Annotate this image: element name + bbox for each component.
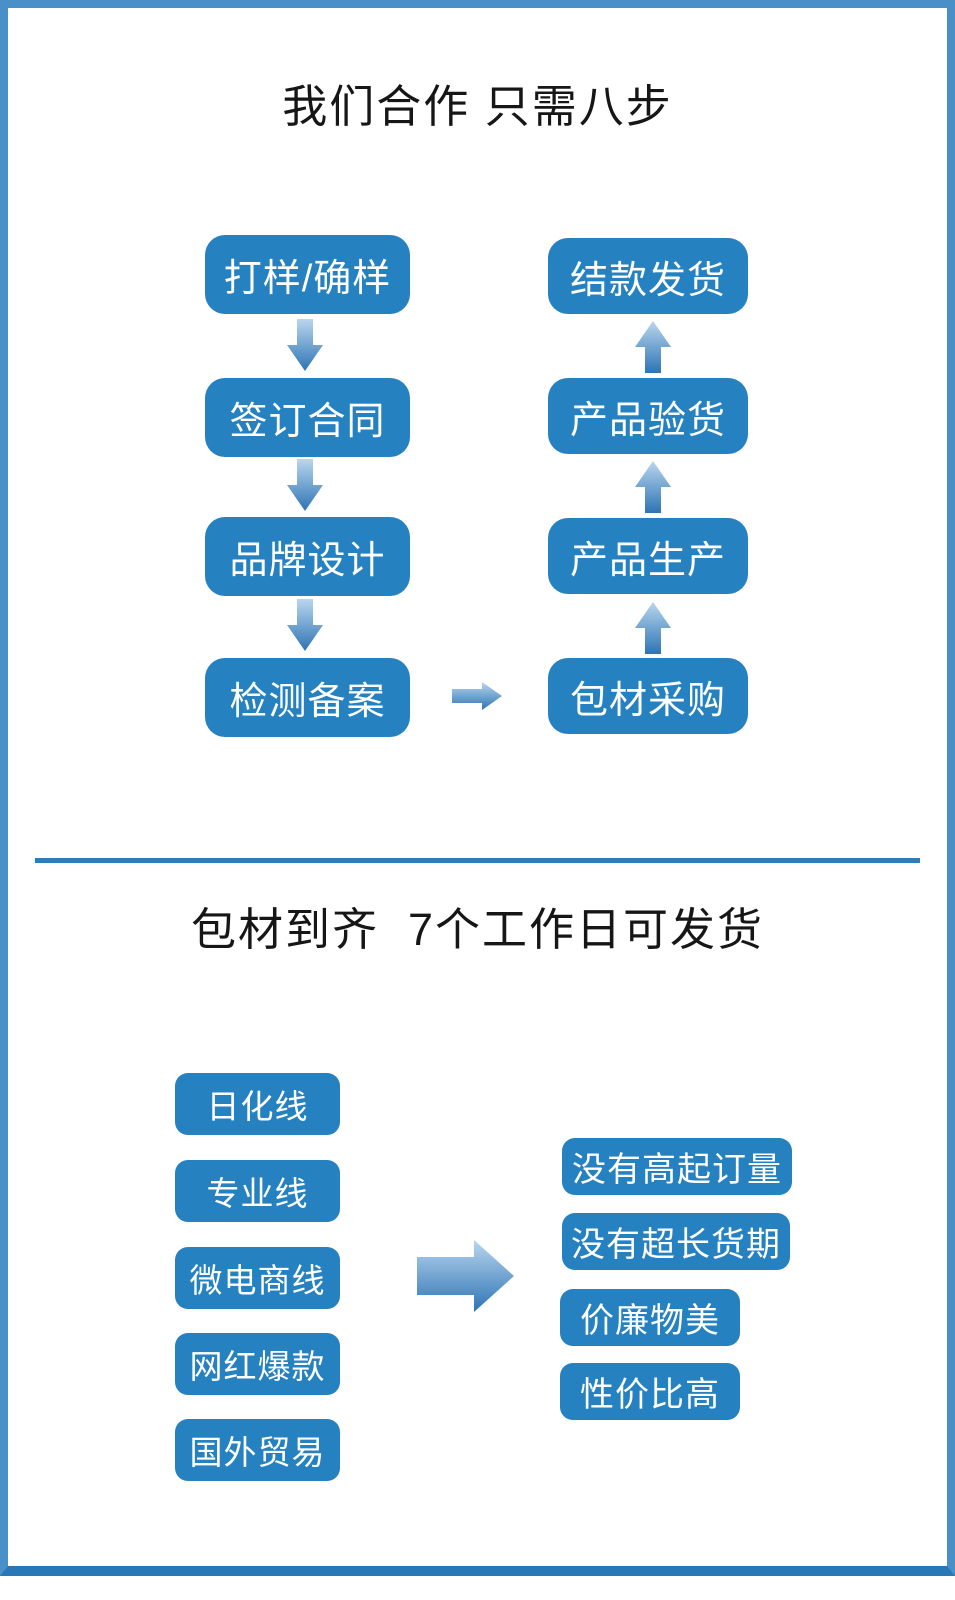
benefit-box: 没有高起订量 [562, 1138, 792, 1195]
product-line-box: 网红爆款 [175, 1333, 340, 1395]
flow-step-box: 包材采购 [548, 658, 748, 734]
big-arrow-right-icon [417, 1240, 514, 1312]
arrow-up-icon [635, 321, 671, 373]
arrow-up-icon [635, 461, 671, 513]
section-divider [35, 858, 920, 863]
flow-step-box: 产品生产 [548, 518, 748, 594]
arrow-right-icon [452, 682, 502, 710]
flow-step-box: 产品验货 [548, 378, 748, 454]
product-line-box: 日化线 [175, 1073, 340, 1135]
benefit-box: 性价比高 [560, 1363, 740, 1420]
benefit-box: 没有超长货期 [562, 1213, 790, 1270]
arrow-up-icon [635, 602, 671, 654]
product-line-box: 国外贸易 [175, 1419, 340, 1481]
product-line-box: 专业线 [175, 1160, 340, 1222]
delivery-title-row: 包材到齐 7个工作日可发货 [0, 903, 955, 957]
arrow-down-icon [287, 459, 323, 511]
flow-step-box: 品牌设计 [205, 517, 410, 596]
cooperation-title: 我们合作 只需八步 [260, 80, 695, 134]
arrow-down-icon [287, 319, 323, 371]
flow-step-box: 签订合同 [205, 378, 410, 457]
product-line-box: 微电商线 [175, 1247, 340, 1309]
arrow-down-icon [287, 599, 323, 651]
flow-step-box: 检测备案 [205, 658, 410, 737]
flow-step-box: 结款发货 [548, 238, 748, 314]
flow-step-box: 打样/确样 [205, 235, 410, 314]
cooperation-title-row: 我们合作 只需八步 [0, 80, 955, 134]
delivery-title: 包材到齐 7个工作日可发货 [169, 903, 786, 957]
benefit-box: 价廉物美 [560, 1289, 740, 1346]
